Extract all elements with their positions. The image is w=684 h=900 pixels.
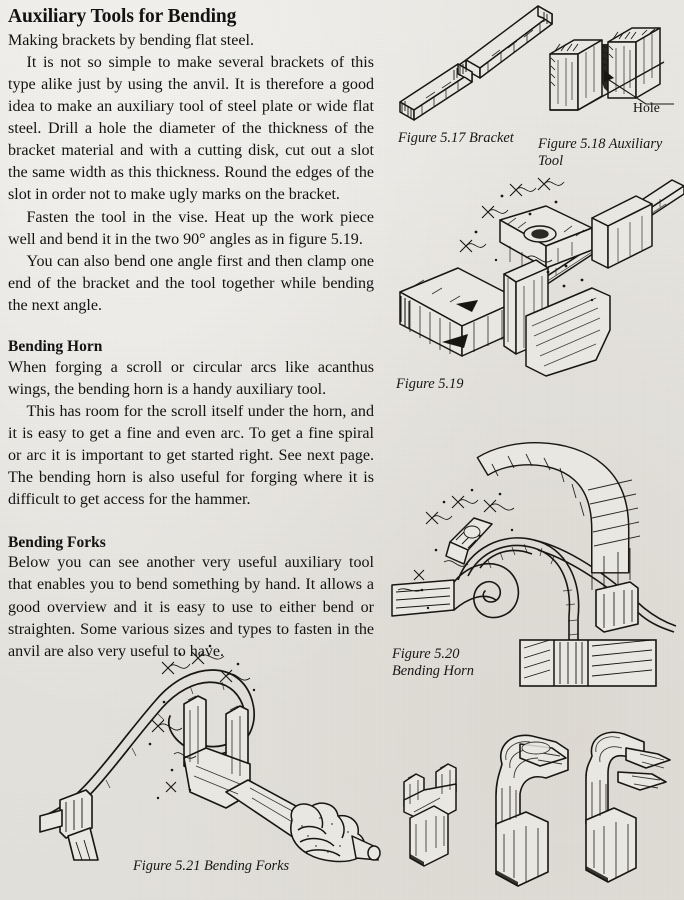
page-title: Auxiliary Tools for Bending bbox=[8, 6, 237, 27]
heading-bending-horn: Bending Horn bbox=[8, 338, 103, 356]
hand-bending-fork-illustration bbox=[39, 644, 381, 863]
hole-callout-label: Hole bbox=[633, 100, 660, 115]
section-gap bbox=[8, 317, 374, 338]
paragraph-forks-1: Below you can see another very useful au… bbox=[8, 554, 374, 660]
text-column: Auxiliary Tools for Bending Making brack… bbox=[8, 6, 374, 663]
paragraph-intro: Making brackets by bending flat steel. bbox=[8, 31, 254, 49]
figure-5-21: Figure 5.21 Bending Forks bbox=[39, 630, 381, 874]
figure-5-20-caption: Figure 5.20 Bending Horn bbox=[392, 646, 474, 679]
heading-bending-forks: Bending Forks bbox=[8, 533, 106, 551]
paragraph-horn-1: When forging a scroll or circular arcs l… bbox=[8, 358, 374, 398]
paragraph-aux-1: It is not so simple to make several brac… bbox=[8, 53, 374, 204]
paragraph-aux-2: Fasten the tool in the vise. Heat up the… bbox=[8, 208, 374, 248]
section-gap-2 bbox=[8, 512, 374, 534]
auxiliary-tool-illustration bbox=[549, 27, 674, 111]
figure-5-20: Figure 5.20 Bending Horn bbox=[391, 440, 684, 687]
figure-5-19: Figure 5.19 bbox=[396, 176, 684, 392]
three-bending-forks-illustration bbox=[403, 731, 671, 887]
paragraph-horn-2: This has room for the scroll itself unde… bbox=[8, 403, 374, 509]
vise-bending-illustration bbox=[399, 177, 684, 377]
figure-5-18: Hole Figure 5.18 Auxiliary Tool bbox=[538, 26, 684, 170]
paragraph-aux-3: You can also bend one angle first and th… bbox=[8, 252, 374, 314]
figure-5-17-caption: Figure 5.17 Bracket bbox=[398, 130, 514, 146]
figure-5-19-caption: Figure 5.19 bbox=[396, 376, 464, 392]
bracket-illustration bbox=[399, 5, 553, 121]
figure-5-21-caption: Figure 5.21 Bending Forks bbox=[133, 858, 290, 874]
figure-bending-forks-set bbox=[396, 726, 676, 896]
figure-5-17: Figure 5.17 Bracket bbox=[396, 2, 556, 147]
figure-5-18-caption: Figure 5.18 Auxiliary Tool bbox=[538, 136, 663, 169]
bending-horn-illustration bbox=[391, 442, 677, 687]
